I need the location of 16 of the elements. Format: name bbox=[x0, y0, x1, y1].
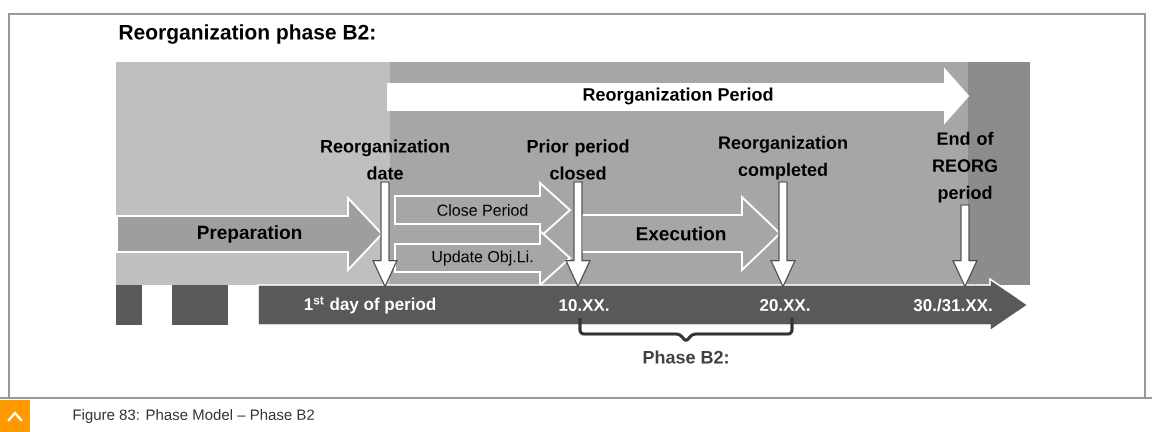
down-arrow bbox=[565, 181, 591, 289]
milestone-label: End of REORG period bbox=[933, 131, 997, 203]
milestone-label: Prior period closed bbox=[527, 139, 629, 180]
process-step: Update Obj.Li. bbox=[394, 228, 572, 288]
down-arrow bbox=[372, 181, 398, 289]
caption: Figure 83: Phase Model – Phase B2 bbox=[73, 409, 314, 423]
process-step: Execution bbox=[581, 194, 782, 273]
process-step: Preparation bbox=[116, 195, 384, 273]
period-band: Reorganization Period bbox=[387, 67, 970, 125]
down-arrow bbox=[770, 181, 796, 289]
title: Reorganization phase B2: bbox=[119, 24, 375, 44]
milestone-label: Reorganization completed bbox=[719, 135, 847, 180]
timeline-bar: 1$^{st}$ day of period 10.XX. 20.XX. 30./31.XX. bbox=[257, 277, 1030, 333]
phase-label: Phase B2: bbox=[643, 350, 728, 364]
down-arrow bbox=[952, 204, 978, 289]
milestone-label: Reorganization date bbox=[321, 139, 449, 180]
